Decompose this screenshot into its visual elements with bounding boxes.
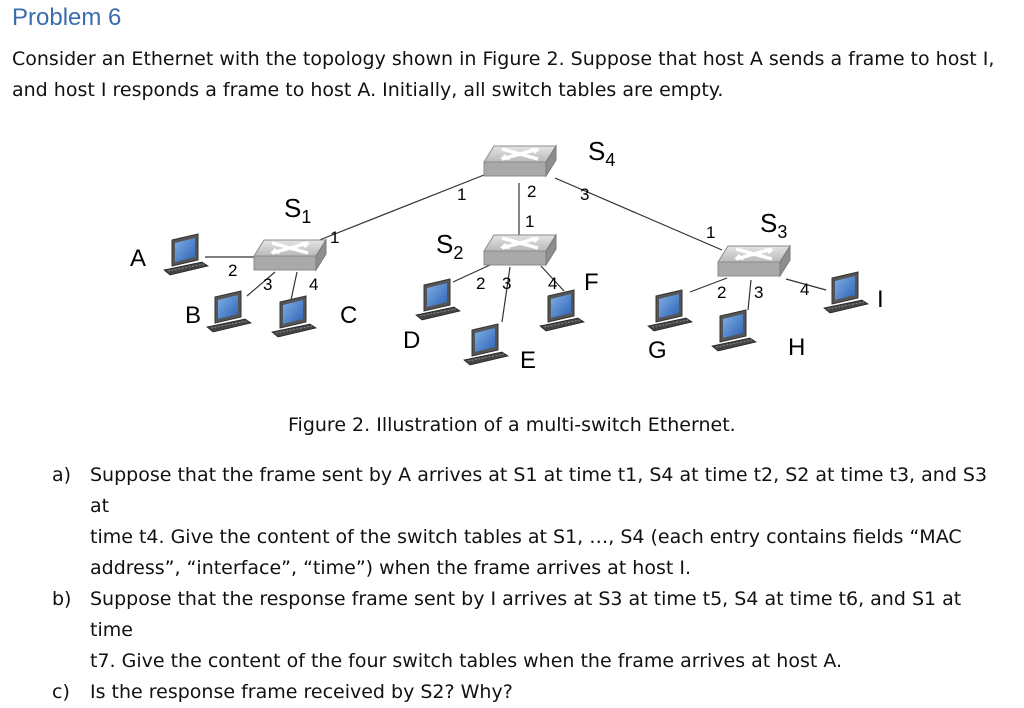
switch-s1-label: S1 [284, 193, 311, 227]
host-e-computer-icon [463, 323, 509, 366]
link-s2-f [540, 265, 565, 292]
question-a-line-2: time t4. Give the content of the switch … [90, 526, 962, 548]
port-s3-4: 4 [800, 280, 809, 299]
question-a-label: a) [52, 464, 72, 486]
question-a-line-3: address”, “interface”, “time”) when the … [90, 557, 692, 579]
port-s3-3: 3 [754, 283, 763, 302]
port-s1-2: 2 [228, 261, 237, 280]
switch-s2-icon [482, 233, 558, 267]
port-s2-1: 1 [525, 212, 534, 231]
host-f-computer-icon [539, 289, 585, 332]
link-s2-e [501, 266, 511, 323]
port-s2-4: 4 [548, 274, 557, 293]
switch-s2-label: S2 [436, 229, 463, 263]
host-b-label: B [185, 302, 201, 329]
link-s1-b [246, 271, 276, 297]
link-s4-s3 [554, 177, 723, 251]
link-s3-g [689, 277, 728, 293]
question-b-label: b) [52, 588, 72, 610]
network-topology-diagram: S4 S1 S2 S3 A B C D E F G H I 1 2 3 4 1 … [130, 136, 884, 374]
host-a-computer-icon [163, 233, 209, 276]
link-s3-h [747, 279, 752, 311]
host-f-label: F [584, 269, 599, 296]
port-s2-3: 3 [502, 274, 511, 293]
switch-s3-icon [716, 244, 792, 278]
question-c-label: c) [52, 681, 70, 703]
port-s3-1: 1 [706, 223, 715, 242]
host-i-computer-icon [823, 271, 869, 314]
host-g-computer-icon [647, 289, 693, 332]
question-b-line-1: Suppose that the response frame sent by … [90, 588, 962, 641]
host-a-label: A [130, 245, 146, 272]
figure-caption: Figure 2. Illustration of a multi-switch… [288, 414, 736, 436]
link-s2-d [452, 264, 491, 283]
port-s4-3: 3 [580, 185, 589, 204]
question-b: b) Suppose that the response frame sent … [52, 584, 1002, 677]
port-s4-1: 1 [457, 185, 466, 204]
problem-intro: Consider an Ethernet with the topology s… [12, 44, 1012, 106]
switch-s1-icon [252, 238, 328, 272]
question-c-line-1: Is the response frame received by S2? Wh… [90, 681, 513, 703]
switch-s4-icon [482, 144, 558, 178]
question-a: a) Suppose that the frame sent by A arri… [52, 460, 1002, 584]
host-g-label: G [648, 337, 667, 364]
question-a-line-1: Suppose that the frame sent by A arrives… [90, 464, 988, 517]
port-numbers: 1 2 3 4 1 2 3 1 2 3 4 1 2 3 4 [228, 182, 809, 302]
host-c-label: C [340, 302, 357, 329]
question-list: a) Suppose that the frame sent by A arri… [52, 460, 1002, 708]
link-s1-s4 [316, 174, 485, 242]
host-d-label: D [403, 327, 420, 354]
host-d-computer-icon [415, 278, 461, 321]
host-i-label: I [877, 286, 884, 313]
port-s3-2: 2 [717, 283, 726, 302]
port-s1-3: 3 [263, 275, 272, 294]
problem-title: Problem 6 [12, 4, 122, 31]
intro-line-2: and host I responds a frame to host A. I… [12, 79, 724, 101]
question-c: c) Is the response frame received by S2?… [52, 677, 1002, 708]
port-s1-1: 1 [330, 228, 339, 247]
host-c-computer-icon [271, 295, 317, 338]
host-b-computer-icon [206, 290, 252, 333]
switch-s3-label: S3 [760, 208, 787, 242]
intro-line-1: Consider an Ethernet with the topology s… [12, 48, 995, 70]
host-h-computer-icon [711, 309, 757, 352]
port-s4-2: 2 [527, 182, 536, 201]
host-h-label: H [788, 334, 805, 361]
link-s3-i [785, 278, 827, 291]
host-e-label: E [520, 347, 536, 374]
question-b-line-2: t7. Give the content of the four switch … [90, 650, 843, 672]
port-s2-2: 2 [476, 274, 485, 293]
port-s1-4: 4 [309, 275, 318, 294]
link-s1-c [290, 271, 298, 301]
switch-s4-label: S4 [588, 136, 615, 170]
